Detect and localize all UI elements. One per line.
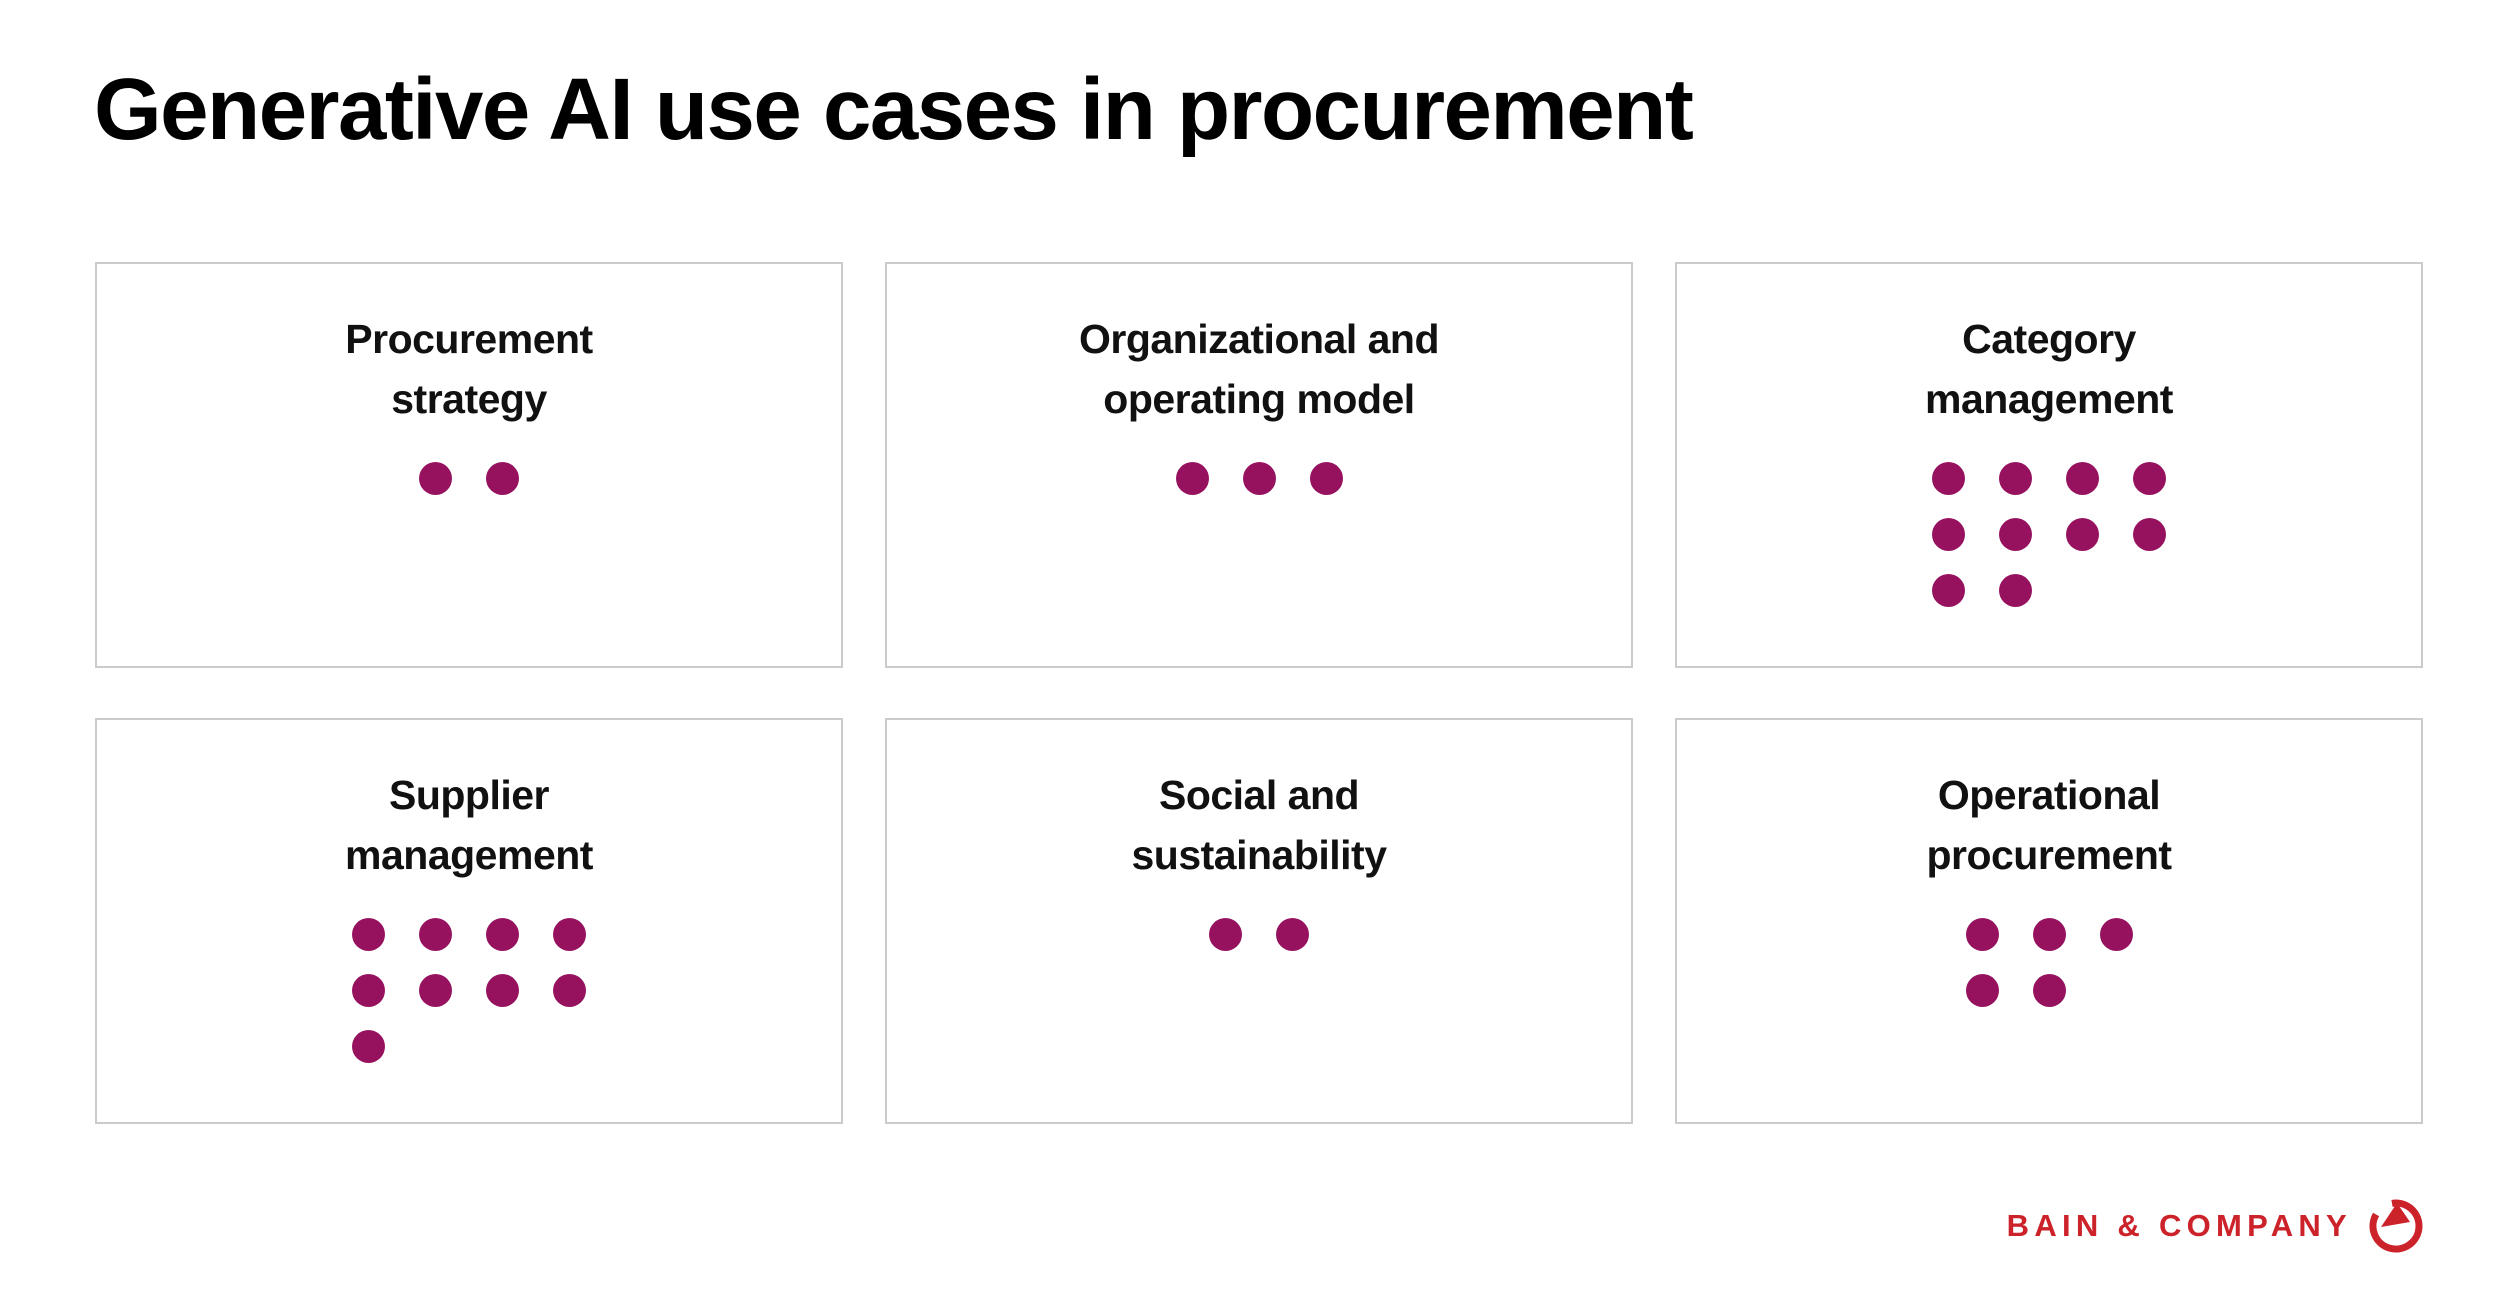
dot-row (352, 1030, 385, 1063)
dot-grid (1209, 918, 1309, 951)
use-case-dot (352, 974, 385, 1007)
use-case-dot (419, 918, 452, 951)
dots-container (97, 462, 841, 495)
dot-grid (1175, 462, 1343, 495)
dot-row (1965, 918, 2133, 951)
use-case-dot (2099, 918, 2133, 951)
dot-grid (419, 462, 519, 495)
dots-container (97, 918, 841, 1063)
dots-container (887, 918, 1631, 951)
use-case-card: Procurement strategy (95, 262, 843, 668)
dot-row (1932, 574, 2032, 607)
use-case-dot (486, 918, 519, 951)
card-title: Operational procurement (1926, 772, 2172, 878)
use-case-dot (553, 918, 586, 951)
use-case-dot (2066, 518, 2099, 551)
use-case-card: Organizational and operating model (885, 262, 1633, 668)
use-case-dot (1932, 518, 1965, 551)
card-title: Organizational and operating model (1078, 316, 1440, 422)
use-case-dot (1932, 462, 1965, 495)
use-case-dot (2066, 462, 2099, 495)
cards-grid: Procurement strategy Organizational and … (95, 262, 2423, 1124)
bain-company-wordmark: BAIN & COMPANY (2006, 1208, 2352, 1243)
dot-grid (1932, 462, 2166, 607)
use-case-dot (1999, 518, 2032, 551)
dots-container (1677, 462, 2421, 607)
card-title: Supplier management (345, 772, 593, 878)
use-case-dot (2032, 918, 2066, 951)
use-case-dot (352, 918, 385, 951)
use-case-dot (1999, 462, 2032, 495)
dot-grid (1965, 918, 2133, 1007)
dot-row (352, 974, 586, 1007)
use-case-card: Category management (1675, 262, 2423, 668)
bain-compass-icon (2367, 1197, 2425, 1255)
dot-row (419, 462, 519, 495)
use-case-dot (352, 1030, 385, 1063)
use-case-dot (1209, 918, 1242, 951)
use-case-dot (2032, 974, 2066, 1007)
use-case-dot (1276, 918, 1309, 951)
dot-row (1932, 462, 2166, 495)
dot-row (1209, 918, 1309, 951)
use-case-dot (2133, 518, 2166, 551)
use-case-card: Social and sustainability (885, 718, 1633, 1124)
use-case-dot (1965, 918, 1999, 951)
card-title: Procurement strategy (345, 316, 593, 422)
use-case-dot (1965, 974, 1999, 1007)
dots-container (1677, 918, 2421, 1007)
use-case-dot (2133, 462, 2166, 495)
use-case-card: Supplier management (95, 718, 843, 1124)
use-case-dot (1309, 462, 1343, 495)
use-case-dot (1999, 574, 2032, 607)
use-case-dot (1932, 574, 1965, 607)
page-title: Generative AI use cases in procurement (94, 61, 1694, 158)
brand-footer: BAIN & COMPANY (2007, 1197, 2425, 1255)
dot-row (1965, 974, 2066, 1007)
use-case-dot (1242, 462, 1276, 495)
dot-row (1175, 462, 1343, 495)
dot-row (1932, 518, 2166, 551)
dots-container (887, 462, 1631, 495)
use-case-dot (1175, 462, 1209, 495)
dot-grid (352, 918, 586, 1063)
card-title: Category management (1925, 316, 2173, 422)
use-case-dot (553, 974, 586, 1007)
use-case-dot (419, 462, 452, 495)
use-case-dot (486, 462, 519, 495)
dot-row (352, 918, 586, 951)
use-case-card: Operational procurement (1675, 718, 2423, 1124)
use-case-dot (486, 974, 519, 1007)
card-title: Social and sustainability (1131, 772, 1387, 878)
use-case-dot (419, 974, 452, 1007)
